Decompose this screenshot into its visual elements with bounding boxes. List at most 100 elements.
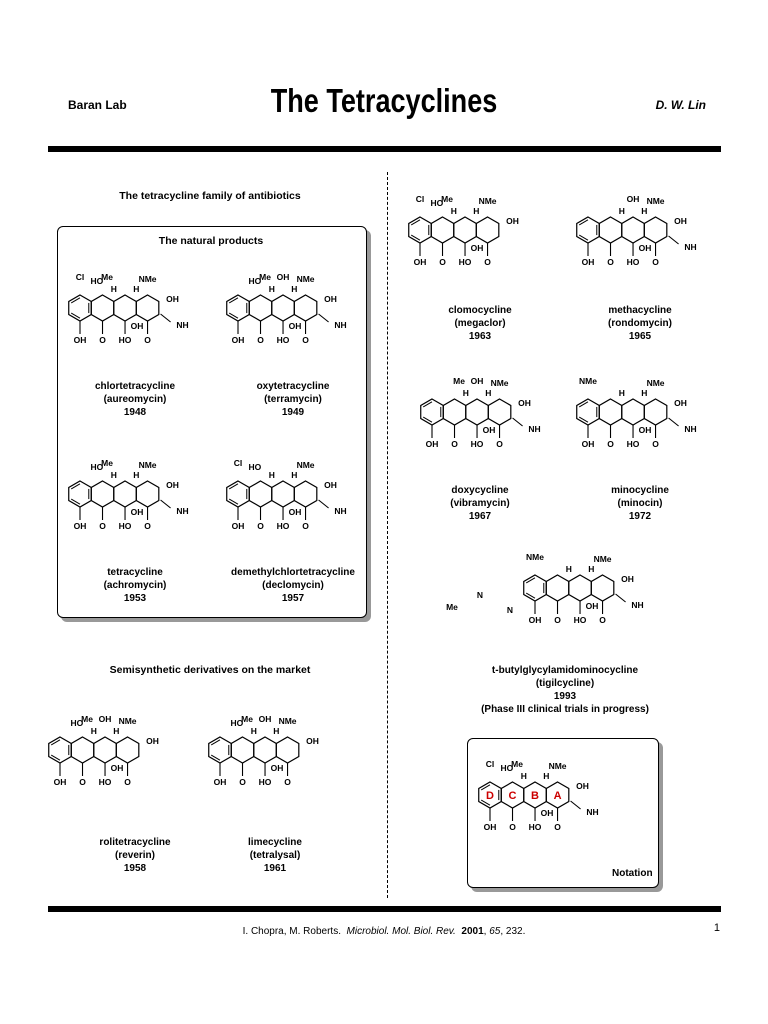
ring-bond — [113, 480, 137, 508]
ring-bond — [68, 294, 92, 322]
h-label: H — [273, 726, 279, 736]
h-label: H — [619, 206, 625, 216]
n-label: N — [507, 605, 513, 615]
double-bond — [480, 799, 491, 806]
ho-label: HO — [71, 718, 84, 728]
h-label: H — [111, 284, 117, 294]
o-label: O — [239, 777, 246, 787]
amide-bond — [318, 313, 329, 323]
ring-bond — [621, 216, 645, 244]
methacycline-caption: methacycline(rondomycin)1965 — [608, 305, 672, 342]
natural-products-box — [57, 226, 367, 618]
ring-bond — [545, 574, 570, 602]
double-bond — [228, 297, 239, 304]
oh-label: OH — [639, 425, 652, 435]
double-bond — [50, 754, 61, 761]
double-bond — [410, 234, 421, 241]
oh-label: OH — [484, 822, 497, 832]
oh-label: OH — [111, 763, 124, 773]
ring-letter: B — [531, 790, 539, 802]
nme2-label: NMe — [279, 716, 297, 726]
ring-bond — [293, 294, 318, 322]
ring-bond — [230, 736, 255, 764]
me-label: Me — [241, 714, 253, 724]
h-label: H — [641, 388, 647, 398]
oh-label: OH — [271, 763, 284, 773]
nme2-label: NMe — [139, 274, 157, 284]
ho-label: HO — [249, 276, 262, 286]
ring-bond — [275, 736, 300, 764]
double-bond — [70, 312, 81, 319]
amide-bond — [570, 800, 581, 810]
ring-bond — [465, 398, 489, 426]
cl-label: Cl — [76, 272, 85, 282]
ho-label: HO — [249, 462, 262, 472]
o-label: O — [257, 335, 264, 345]
ring-bond — [253, 736, 277, 764]
oh-label: OH — [582, 257, 595, 267]
ring-letter: A — [554, 790, 562, 802]
h-label: H — [113, 726, 119, 736]
nh2-label: NH — [586, 807, 598, 817]
ho-label: HO — [119, 521, 132, 531]
h-label: H — [463, 388, 469, 398]
ring-bond — [568, 574, 592, 602]
nh2-label: NH — [684, 424, 696, 434]
ring-bond — [93, 736, 117, 764]
cl-label: Cl — [234, 458, 243, 468]
ring-bond — [643, 398, 668, 426]
oh-label: OH — [306, 736, 319, 746]
me-label: Me — [259, 272, 271, 282]
h-label: H — [111, 470, 117, 480]
ho-label: HO — [119, 335, 132, 345]
me-label: Me — [441, 194, 453, 204]
nme2-label: NMe — [526, 552, 544, 562]
double-bond — [578, 401, 589, 408]
ho-label: HO — [277, 521, 290, 531]
ring-bond — [420, 398, 444, 426]
double-bond — [228, 483, 239, 490]
o-label: O — [99, 335, 106, 345]
ring-bond — [90, 294, 115, 322]
oh-label: OH — [324, 294, 337, 304]
oh-label: OH — [582, 439, 595, 449]
lab-name: Baran Lab — [68, 98, 127, 112]
oh-label: OH — [471, 376, 484, 386]
family-heading: The tetracycline family of antibiotics — [119, 190, 301, 202]
h-label: H — [473, 206, 479, 216]
h-label: H — [291, 284, 297, 294]
o-label: O — [284, 777, 291, 787]
oh-label: OH — [131, 321, 144, 331]
ring-bond — [598, 398, 623, 426]
me-label: Me — [446, 602, 458, 612]
ring-bond — [113, 294, 137, 322]
ring-letter: D — [486, 790, 494, 802]
oh-label: OH — [259, 714, 272, 724]
me-label: Me — [81, 714, 93, 724]
amide-bond — [160, 313, 171, 323]
header-rule — [48, 146, 721, 152]
ring-bond — [226, 480, 250, 508]
tigilcycline-caption: t-butylglycylamidominocycline(tigilcycli… — [481, 665, 649, 715]
oh-label: OH — [166, 294, 179, 304]
double-bond — [228, 312, 239, 319]
oh-label: OH — [146, 736, 159, 746]
ring-bond — [68, 480, 92, 508]
ring-bond — [271, 480, 295, 508]
nme2-label: NMe — [491, 378, 509, 388]
ho-label: HO — [574, 615, 587, 625]
h-label: H — [91, 726, 97, 736]
cl-label: Cl — [486, 759, 495, 769]
minocycline-caption: minocycline(minocin)1972 — [611, 485, 669, 522]
o-label: O — [124, 777, 131, 787]
o-label: O — [484, 257, 491, 267]
ho-label: HO — [91, 276, 104, 286]
ring-bond — [576, 216, 600, 244]
nh2-label: NH — [684, 242, 696, 252]
oh-label: OH — [529, 615, 542, 625]
double-bond — [70, 498, 81, 505]
cl-label: Cl — [416, 194, 425, 204]
oh-label: OH — [289, 507, 302, 517]
